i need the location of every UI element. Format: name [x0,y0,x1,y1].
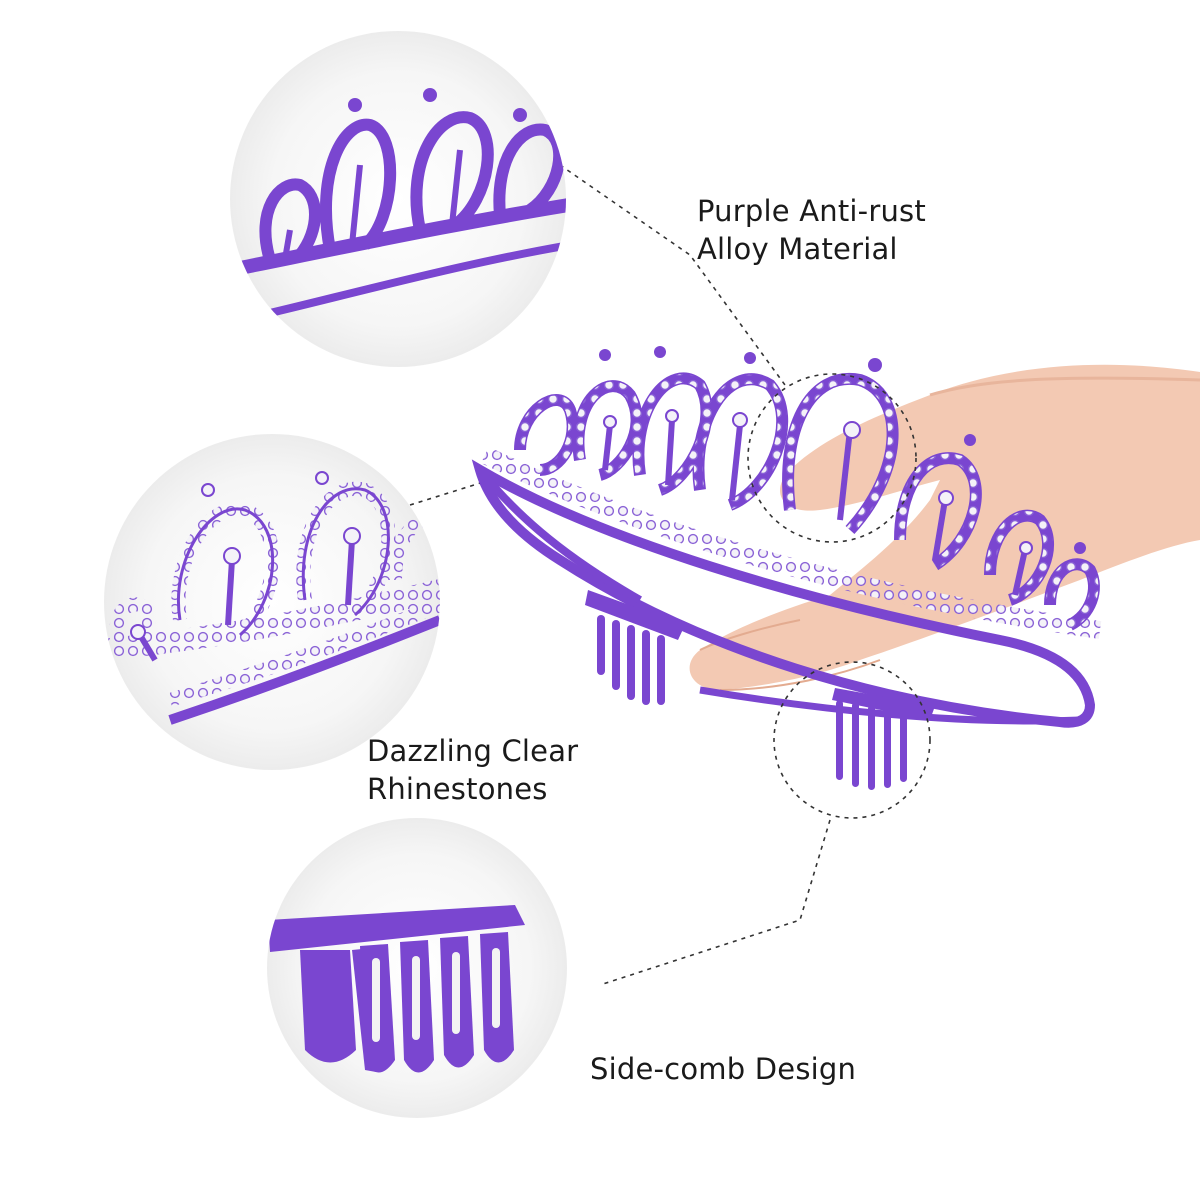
tiara-comb-left [585,590,685,705]
tiara-image [471,346,1102,790]
callout-comb-line1: Side-comb Design [590,1052,857,1086]
callout-alloy-line2: Alloy Material [697,232,898,266]
detail-circle-comb [267,818,567,1118]
callout-rhinestones-label: Dazzling Clear Rhinestones [367,732,578,808]
side-comb-image [268,905,525,1073]
callout-alloy-label: Purple Anti-rust Alloy Material [697,192,926,268]
callout-rhinestones-line2: Rhinestones [367,772,548,806]
callout-comb-label: Side-comb Design [590,1050,856,1088]
callout-rhinestones-line1: Dazzling Clear [367,734,579,768]
detail-circle-alloy [230,31,566,367]
callout-alloy-line1: Purple Anti-rust [697,194,926,228]
callout-ring-comb [773,661,931,819]
tiara-comb-right [832,688,935,790]
connector-comb [599,819,831,986]
detail-circle-rhinestones [104,434,440,770]
connector-lines [409,164,831,986]
connector-rhinestones [409,479,491,506]
callout-ring-alloy [747,373,917,543]
hand-image [689,364,1200,691]
